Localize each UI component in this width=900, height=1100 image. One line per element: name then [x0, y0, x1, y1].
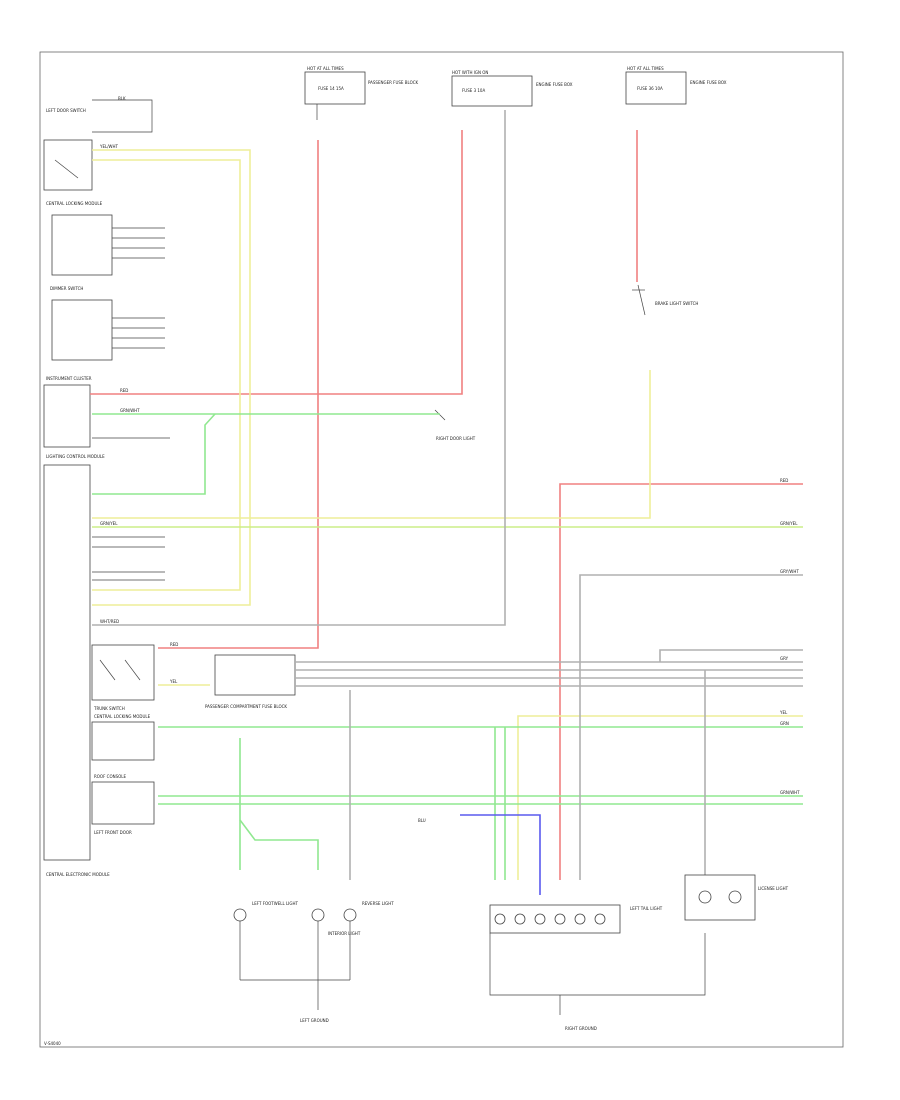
label-yel-wht: YEL/WHT — [99, 144, 119, 149]
label-grn-right: GRN — [780, 721, 789, 726]
svg-text:PASSENGER FUSE BLOCK: PASSENGER FUSE BLOCK — [368, 80, 419, 85]
svg-text:BRAKE LIGHT SWITCH: BRAKE LIGHT SWITCH — [655, 301, 698, 306]
svg-text:PASSENGER COMPARTMENT FUSE BLO: PASSENGER COMPARTMENT FUSE BLOCK — [205, 704, 287, 709]
brake-switch: BRAKE LIGHT SWITCH — [632, 284, 698, 316]
svg-text:LEFT TAIL LIGHT: LEFT TAIL LIGHT — [630, 906, 663, 911]
left-door-switch: LEFT DOOR SWITCH — [43, 99, 153, 191]
label-gry-wht: GRY/WHT — [780, 569, 799, 574]
svg-text:LEFT DOOR SWITCH: LEFT DOOR SWITCH — [46, 108, 86, 113]
fuse-block-top-left: HOT AT ALL TIMES FUSE 14 15A PASSENGER F… — [304, 66, 419, 120]
svg-text:TRUNK SWITCH: TRUNK SWITCH — [93, 706, 125, 711]
central-locking-module: CENTRAL LOCKING MODULE — [46, 201, 113, 276]
label-red-right: RED — [780, 478, 788, 483]
svg-text:FUSE 3 10A: FUSE 3 10A — [462, 88, 485, 93]
svg-text:ENGINE FUSE BOX: ENGINE FUSE BOX — [690, 80, 727, 85]
label-red: RED — [120, 388, 128, 393]
blue-wire-label: BLU — [418, 818, 426, 823]
svg-text:DIMMER SWITCH: DIMMER SWITCH — [50, 286, 83, 291]
ground-left: LEFT GROUND — [300, 1018, 329, 1023]
label-grn-yel-right: GRN/YEL — [780, 521, 798, 526]
wire-grey-drop3 — [659, 649, 803, 662]
central-locking-module-lower: CENTRAL LOCKING MODULE — [91, 714, 155, 761]
wire-blue — [460, 814, 541, 895]
wire-yellow-brake — [92, 370, 651, 519]
label-grn-wht-right: GRN/WHT — [780, 790, 800, 795]
fuse-block-top-middle: HOT WITH IGN ON FUSE 3 10A ENGINE FUSE B… — [451, 70, 573, 107]
svg-text:ROOF CONSOLE: ROOF CONSOLE — [94, 774, 126, 779]
lighting-control-module: LIGHTING CONTROL MODULE — [43, 454, 105, 861]
fuse-block-top-right: HOT AT ALL TIMES FUSE 36 10A ENGINE FUSE… — [625, 66, 727, 105]
bulb-left-footwell: LEFT FOOTWELL LIGHT — [233, 901, 350, 981]
svg-text:CENTRAL LOCKING MODULE: CENTRAL LOCKING MODULE — [46, 201, 103, 206]
bulb-interior: INTERIOR LIGHT — [311, 908, 361, 1010]
connector-stubs — [92, 227, 170, 581]
svg-text:HOT WITH IGN ON: HOT WITH IGN ON — [452, 70, 488, 75]
svg-text:LEFT FOOTWELL LIGHT: LEFT FOOTWELL LIGHT — [252, 901, 298, 906]
svg-text:RIGHT DOOR LIGHT: RIGHT DOOR LIGHT — [436, 436, 476, 441]
bulb-reverse: REVERSE LIGHT — [343, 901, 394, 980]
label-yel: YEL — [169, 679, 178, 684]
label-yel-right: YEL — [779, 710, 788, 715]
wire-red-left — [158, 140, 319, 649]
wire-red-tail — [559, 483, 803, 880]
wire-red-main — [90, 130, 463, 395]
wire-green-a-drop — [239, 738, 319, 870]
dimmer-switch: DIMMER SWITCH — [50, 286, 113, 361]
central-electronic-module-label: CENTRAL ELECTRONIC MODULE — [46, 872, 110, 877]
svg-text:LIGHTING CONTROL MODULE: LIGHTING CONTROL MODULE — [46, 454, 105, 459]
svg-text:REVERSE LIGHT: REVERSE LIGHT — [362, 901, 394, 906]
svg-text:CENTRAL LOCKING MODULE: CENTRAL LOCKING MODULE — [94, 714, 151, 719]
wire-green-cluster-2 — [92, 413, 216, 495]
wire-yellow-door-2 — [92, 159, 241, 591]
label-blk: BLK — [118, 96, 126, 101]
svg-text:LICENSE LIGHT: LICENSE LIGHT — [758, 886, 789, 891]
wire-yellow-door — [92, 149, 251, 606]
svg-text:LEFT FRONT DOOR: LEFT FRONT DOOR — [94, 830, 132, 835]
right-door-light: RIGHT DOOR LIGHT — [434, 409, 476, 441]
wire-yellow-tail — [517, 715, 803, 880]
svg-text:INSTRUMENT CLUSTER: INSTRUMENT CLUSTER — [46, 376, 92, 381]
svg-text:LEFT GROUND: LEFT GROUND — [300, 1018, 329, 1023]
label-grn-yel: GRN/YEL — [100, 521, 118, 526]
passenger-compartment-fuse-block: PASSENGER COMPARTMENT FUSE BLOCK — [205, 654, 296, 709]
label-wht-red: WHT/RED — [100, 619, 119, 624]
footer-code: V-S4040 — [44, 1041, 61, 1046]
svg-text:HOT AT ALL TIMES: HOT AT ALL TIMES — [307, 66, 344, 71]
label-gry-right: GRY — [780, 656, 789, 661]
instrument-cluster: INSTRUMENT CLUSTER — [43, 376, 92, 448]
svg-text:FUSE 14 15A: FUSE 14 15A — [318, 86, 344, 91]
svg-text:HOT AT ALL TIMES: HOT AT ALL TIMES — [627, 66, 664, 71]
wire-grey-tail — [579, 574, 803, 880]
label-red-2: RED — [170, 642, 178, 647]
trunk-switch: TRUNK SWITCH — [91, 644, 155, 711]
svg-text:INTERIOR LIGHT: INTERIOR LIGHT — [328, 931, 361, 936]
label-grn-wht: GRN/WHT — [120, 408, 140, 413]
ground-right: RIGHT GROUND — [565, 1026, 597, 1031]
svg-text:FUSE 36 10A: FUSE 36 10A — [637, 86, 663, 91]
license-light: LICENSE LIGHT — [684, 874, 789, 921]
roof-console: ROOF CONSOLE LEFT FRONT DOOR — [91, 774, 155, 835]
svg-text:RIGHT GROUND: RIGHT GROUND — [565, 1026, 597, 1031]
svg-text:ENGINE FUSE BOX: ENGINE FUSE BOX — [536, 82, 573, 87]
wire-grey-fuse — [92, 110, 506, 626]
left-tail-light: LEFT TAIL LIGHT — [489, 904, 706, 1015]
